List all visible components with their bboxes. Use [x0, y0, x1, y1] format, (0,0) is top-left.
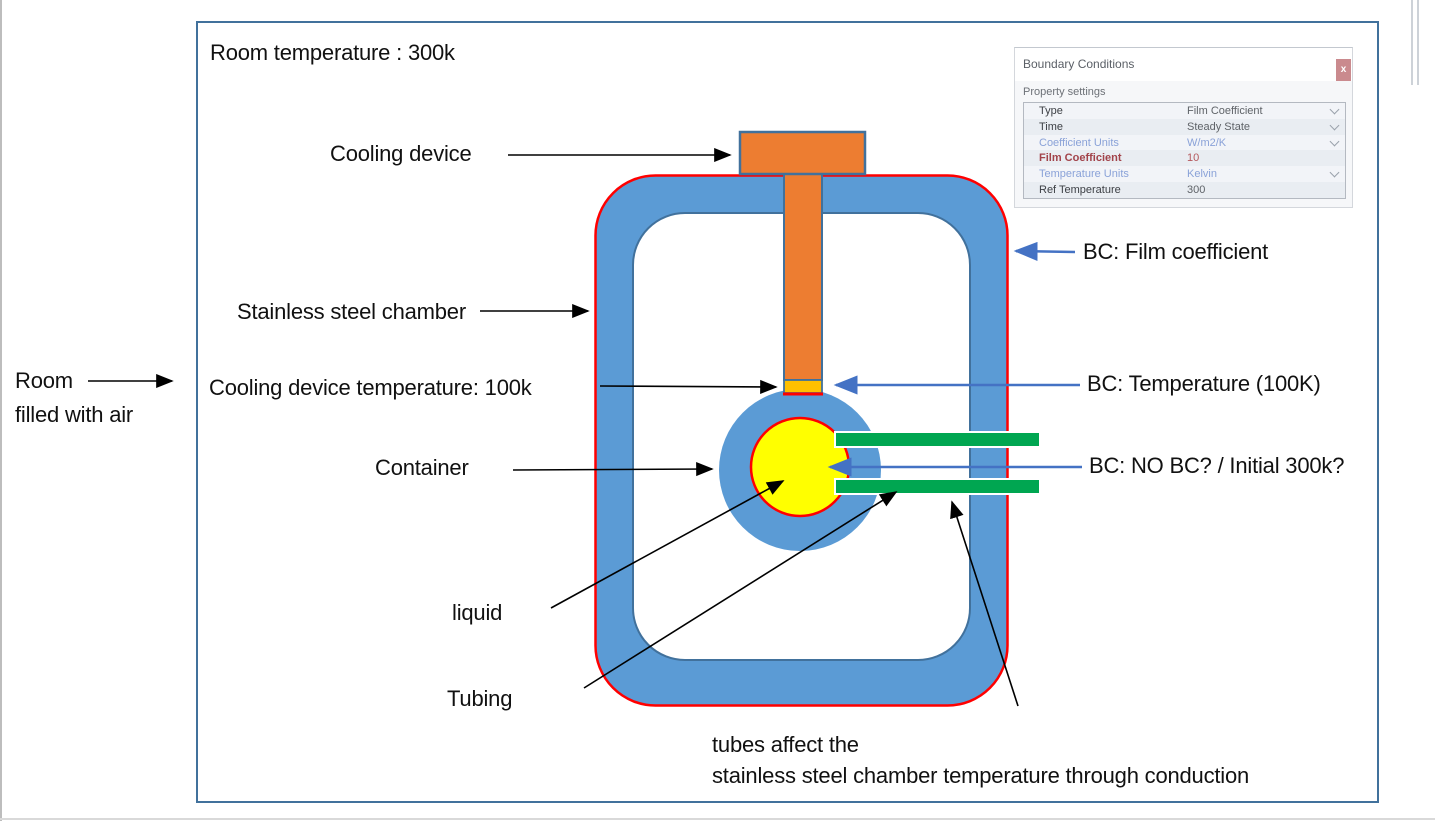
room-temperature-title: Room temperature : 300k: [210, 40, 455, 65]
scrollbar-fragment: [1417, 0, 1419, 85]
tube-top: [834, 431, 1041, 448]
label-cooling-device: Cooling device: [330, 141, 472, 166]
scrollbar-fragment: [1411, 0, 1413, 85]
property-row[interactable]: Film Coefficient 10: [1024, 150, 1345, 167]
cooling-device-head: [738, 130, 867, 176]
property-label: Coefficient Units: [1039, 136, 1119, 149]
chevron-down-icon[interactable]: [1329, 167, 1340, 178]
property-settings-label: Property settings: [1023, 86, 1106, 98]
property-row[interactable]: Time Steady State: [1024, 118, 1345, 135]
arrow-tubing: [583, 491, 898, 689]
property-label: Ref Temperature: [1039, 184, 1121, 197]
label-bc-nobc: BC: NO BC? / Initial 300k?: [1089, 453, 1345, 478]
property-row[interactable]: Temperature Units Kelvin: [1024, 166, 1345, 183]
label-cooling-temp: Cooling device temperature: 100k: [209, 375, 532, 400]
close-icon[interactable]: x: [1336, 59, 1351, 81]
label-room-line1: Room: [15, 368, 73, 393]
annotation-tubes-line2: stainless steel chamber temperature thro…: [712, 763, 1250, 788]
label-bc-temperature: BC: Temperature (100K): [1087, 371, 1321, 396]
arrow-bc-film: [1013, 241, 1076, 261]
property-row[interactable]: Type Film Coefficient: [1024, 103, 1345, 119]
slide-edge-left: [0, 0, 2, 821]
tube-bottom: [834, 478, 1041, 495]
arrow-liquid: [550, 480, 785, 609]
chevron-down-icon[interactable]: [1329, 136, 1340, 147]
property-value[interactable]: 300: [1187, 184, 1206, 197]
property-label: Temperature Units: [1039, 168, 1129, 181]
cooling-device-stem: [783, 171, 823, 381]
label-liquid: liquid: [452, 600, 503, 625]
label-stainless-chamber: Stainless steel chamber: [237, 299, 466, 324]
property-row[interactable]: Ref Temperature 300: [1024, 182, 1345, 198]
property-value[interactable]: Kelvin: [1187, 168, 1217, 181]
property-value[interactable]: Steady State: [1187, 120, 1250, 133]
temperature-bc-pad: [783, 379, 823, 394]
property-row[interactable]: Coefficient Units W/m2/K: [1024, 134, 1345, 151]
property-value[interactable]: W/m2/K: [1187, 136, 1227, 149]
property-label: Film Coefficient: [1039, 152, 1122, 165]
slide-edge-bottom: [0, 818, 1435, 820]
arrow-container: [512, 462, 714, 477]
arrow-cooling-temp: [599, 379, 778, 394]
label-bc-film: BC: Film coefficient: [1083, 239, 1269, 264]
label-tubing: Tubing: [447, 686, 513, 711]
property-label: Type: [1039, 104, 1063, 117]
panel-title: Boundary Conditions: [1023, 57, 1135, 71]
panel-titlebar[interactable]: Boundary Conditions x: [1015, 48, 1352, 81]
property-value[interactable]: 10: [1187, 152, 1200, 165]
label-room-line2: filled with air: [15, 402, 134, 427]
boundary-conditions-panel: Boundary Conditions x Property settings …: [1014, 47, 1353, 208]
room-boundary-frame: [196, 21, 1379, 803]
label-container: Container: [375, 455, 469, 480]
chevron-down-icon[interactable]: [1329, 104, 1340, 115]
arrow-tubes-annotation: [950, 500, 1019, 707]
property-value[interactable]: Film Coefficient: [1187, 104, 1263, 117]
annotation-tubes-line1: tubes affect the: [712, 732, 859, 757]
chevron-down-icon[interactable]: [1329, 120, 1340, 131]
property-label: Time: [1039, 120, 1064, 133]
